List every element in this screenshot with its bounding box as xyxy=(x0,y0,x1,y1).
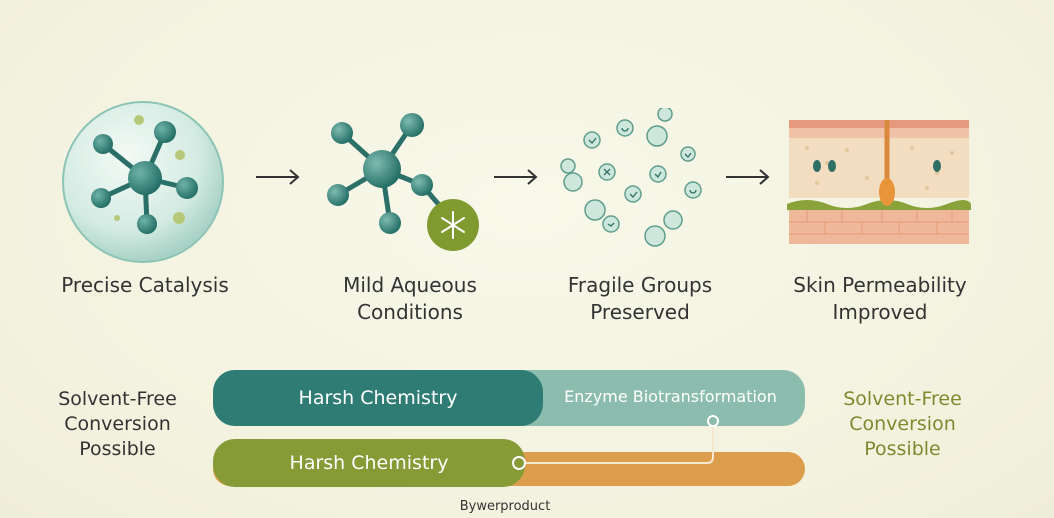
arrow-right-icon xyxy=(256,169,300,185)
skin-cross-section-icon xyxy=(787,120,971,244)
harsh-chemistry-top-segment: Harsh Chemistry xyxy=(213,370,543,426)
right-side-label: Solvent-Free Conversion Possible xyxy=(843,388,962,460)
harsh-chemistry-bottom-text: Harsh Chemistry xyxy=(289,452,449,474)
step-1-label: Precise Catalysis xyxy=(61,273,229,297)
arrow-right-icon xyxy=(494,169,538,185)
arrow-right-icon xyxy=(726,169,770,185)
molecule-snowflake-icon xyxy=(327,113,479,251)
fragment-bubbles-icon xyxy=(560,108,702,247)
enzyme-biotransformation-text: Enzyme Biotransformation xyxy=(564,387,777,406)
left-side-label: Solvent-Free Conversion Possible xyxy=(58,388,177,460)
step-2-label: Mild Aqueous Conditions xyxy=(343,273,477,324)
molecule-in-sphere-icon xyxy=(62,101,224,263)
step-3-label: Fragile Groups Preserved xyxy=(567,273,713,324)
step-4-label: Skin Permeability Improved xyxy=(793,273,967,324)
connector-line xyxy=(512,415,719,470)
byproduct-label: Bywerproduct xyxy=(459,499,551,514)
harsh-chemistry-top-text: Harsh Chemistry xyxy=(298,387,458,409)
harsh-chemistry-bottom-segment: Harsh Chemistry xyxy=(213,439,525,487)
